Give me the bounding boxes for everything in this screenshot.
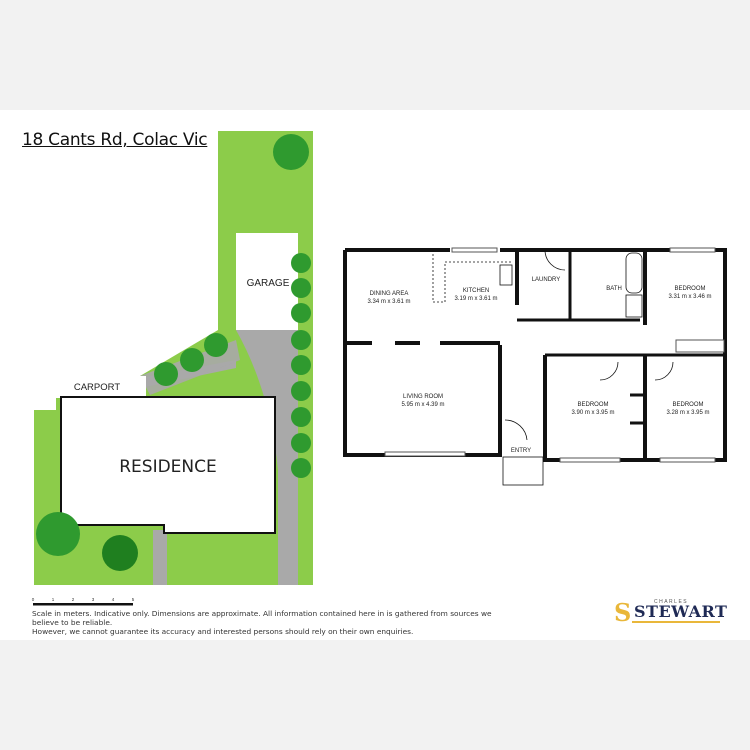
svg-text:ENTRY: ENTRY xyxy=(511,448,531,454)
svg-text:3.28 m x 3.95 m: 3.28 m x 3.95 m xyxy=(666,410,709,416)
svg-text:2: 2 xyxy=(72,597,75,602)
driveway xyxy=(236,330,298,585)
svg-text:5.95 m x 4.39 m: 5.95 m x 4.39 m xyxy=(401,402,444,408)
svg-text:3.31 m x 3.46 m: 3.31 m x 3.46 m xyxy=(668,294,711,300)
svg-text:RESIDENCE: RESIDENCE xyxy=(119,457,217,477)
site-plan: GARAGE CARPORT RESIDENCE xyxy=(34,131,313,585)
path-south-left xyxy=(153,530,167,585)
garage xyxy=(236,233,298,330)
svg-text:GARAGE: GARAGE xyxy=(247,278,290,289)
bottom-band xyxy=(0,640,750,750)
svg-text:0: 0 xyxy=(32,597,35,602)
logo-small-text: CHARLES xyxy=(654,599,689,605)
svg-text:3.90 m x 3.95 m: 3.90 m x 3.95 m xyxy=(571,410,614,416)
top-band xyxy=(0,0,750,110)
property-address-title: 18 Cants Rd, Colac Vic xyxy=(22,130,208,150)
svg-text:BEDROOM: BEDROOM xyxy=(577,402,608,408)
svg-text:1: 1 xyxy=(52,597,55,602)
scale-bar: 0 1 2 3 4 5 xyxy=(32,597,135,606)
floor-plan xyxy=(343,247,727,486)
logo-main-text: STEWART xyxy=(634,602,728,621)
room-labels: DINING AREA 3.34 m x 3.61 m KITCHEN 3.19… xyxy=(367,277,711,454)
trees xyxy=(36,134,311,571)
disclaimer-line-2: However, we cannot guarantee its accurac… xyxy=(32,627,414,636)
charles-stewart-logo: S CHARLES STEWART xyxy=(614,598,728,627)
svg-text:CARPORT: CARPORT xyxy=(74,382,120,393)
svg-text:3.19 m x 3.61 m: 3.19 m x 3.61 m xyxy=(454,296,497,302)
svg-text:3.34 m x 3.61 m: 3.34 m x 3.61 m xyxy=(367,299,410,305)
carport xyxy=(56,376,146,398)
svg-text:KITCHEN: KITCHEN xyxy=(463,288,489,294)
logo-underline xyxy=(632,621,720,623)
svg-text:BATH: BATH xyxy=(606,286,622,292)
svg-text:BEDROOM: BEDROOM xyxy=(674,286,705,292)
svg-text:DINING AREA: DINING AREA xyxy=(370,291,409,297)
logo-mark-icon: S xyxy=(614,598,632,627)
svg-text:4: 4 xyxy=(112,597,115,602)
svg-text:LIVING ROOM: LIVING ROOM xyxy=(403,394,443,400)
svg-text:BEDROOM: BEDROOM xyxy=(672,402,703,408)
disclaimer: Scale in meters. Indicative only. Dimens… xyxy=(32,609,502,636)
svg-text:LAUNDRY: LAUNDRY xyxy=(532,277,561,283)
svg-text:3: 3 xyxy=(92,597,95,602)
disclaimer-line-1: Scale in meters. Indicative only. Dimens… xyxy=(32,609,492,627)
svg-text:5: 5 xyxy=(132,597,135,602)
